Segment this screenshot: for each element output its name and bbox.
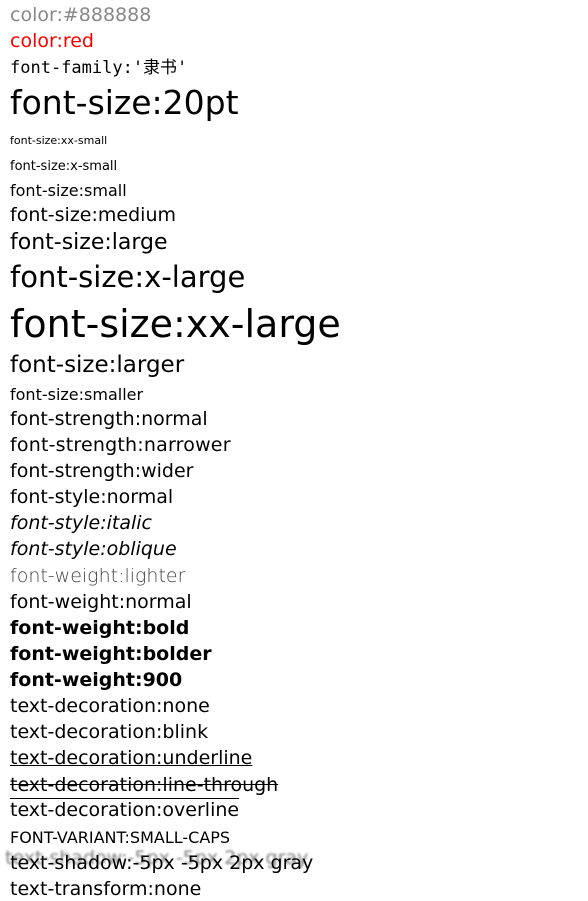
line-font-weight-bold: font-weight:bold (10, 617, 190, 639)
line-font-family: font-family:'隶书' (10, 58, 188, 78)
line-font-weight-normal: font-weight:normal (10, 591, 192, 613)
line-text-decoration-blink: text-decoration:blink (10, 721, 209, 743)
line-font-variant-small-caps: FONT-VARIANT:SMALL-CAPS (10, 828, 231, 847)
line-font-size-medium: font-size:medium (10, 204, 176, 226)
line-font-style-oblique: font-style:oblique (10, 538, 177, 560)
line-font-strength-narrower: font-strength:narrower (10, 434, 231, 456)
line-font-style-normal: font-style:normal (10, 486, 174, 508)
line-font-size-larger: font-size:larger (10, 352, 185, 378)
line-text-decoration-line-through: text-decoration:line-through (10, 774, 279, 796)
line-font-strength-normal: font-strength:normal (10, 408, 208, 430)
line-font-weight-900: font-weight:900 (10, 669, 183, 691)
line-font-size-x-small: font-size:x-small (10, 159, 118, 174)
line-color-red: color:red (10, 30, 94, 52)
line-font-size-small: font-size:small (10, 181, 127, 200)
line-font-weight-bolder: font-weight:bolder (10, 643, 212, 665)
line-font-style-italic: font-style:italic (10, 512, 152, 534)
line-font-weight-lighter: font-weight:lighter (10, 565, 186, 587)
line-text-transform-none: text-transform:none (10, 878, 202, 900)
line-text-decoration-none: text-decoration:none (10, 695, 210, 717)
line-color-gray: color:#888888 (10, 4, 152, 26)
line-font-size-x-large: font-size:x-large (10, 260, 246, 294)
line-font-size-xx-large: font-size:xx-large (10, 302, 341, 346)
line-text-decoration-underline: text-decoration:underline (10, 747, 253, 769)
line-font-size-xx-small: font-size:xx-small (10, 134, 108, 147)
line-font-size-20pt: font-size:20pt (10, 83, 239, 122)
line-text-shadow: text-shadow:-5px -5px 2px gray (10, 852, 314, 874)
line-font-size-large: font-size:large (10, 230, 168, 255)
line-font-strength-wider: font-strength:wider (10, 460, 194, 482)
line-text-decoration-overline: text-decoration:overline (10, 799, 240, 821)
line-font-size-smaller: font-size:smaller (10, 385, 144, 404)
